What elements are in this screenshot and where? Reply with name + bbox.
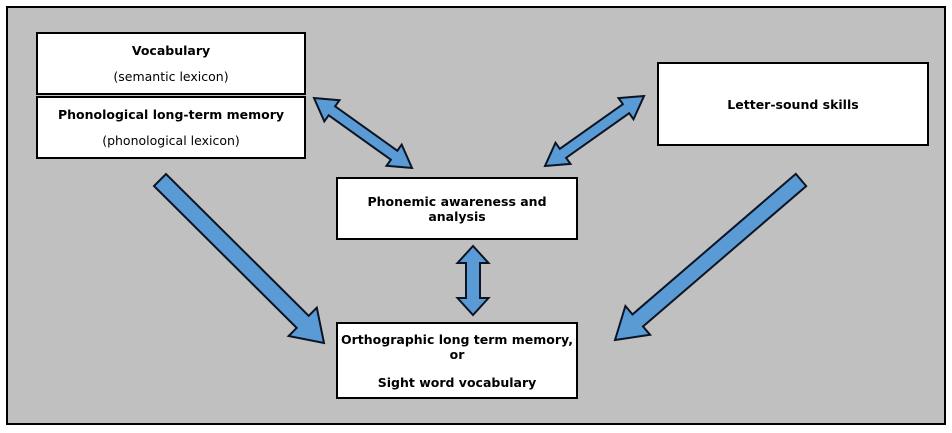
phonemic-awareness-box: Phonemic awareness and analysis bbox=[336, 177, 578, 240]
phonological-memory-title: Phonological long-term memory bbox=[57, 107, 285, 122]
orthographic-memory-line2: Sight word vocabulary bbox=[377, 374, 537, 390]
phonological-memory-box: Phonological long-term memory (phonologi… bbox=[36, 96, 306, 159]
vocabulary-subtitle: (semantic lexicon) bbox=[113, 69, 229, 84]
letter-sound-skills-box: Letter-sound skills bbox=[657, 62, 929, 146]
phonemic-awareness-title: Phonemic awareness and analysis bbox=[367, 193, 547, 224]
letter-sound-skills-title: Letter-sound skills bbox=[727, 96, 859, 112]
vocabulary-box: Vocabulary (semantic lexicon) bbox=[36, 32, 306, 95]
phonological-memory-subtitle: (phonological lexicon) bbox=[102, 133, 240, 148]
orthographic-memory-box: Orthographic long term memory, or Sight … bbox=[336, 322, 578, 399]
orthographic-memory-line1: Orthographic long term memory, or bbox=[341, 331, 573, 362]
vocabulary-title: Vocabulary bbox=[131, 43, 211, 58]
